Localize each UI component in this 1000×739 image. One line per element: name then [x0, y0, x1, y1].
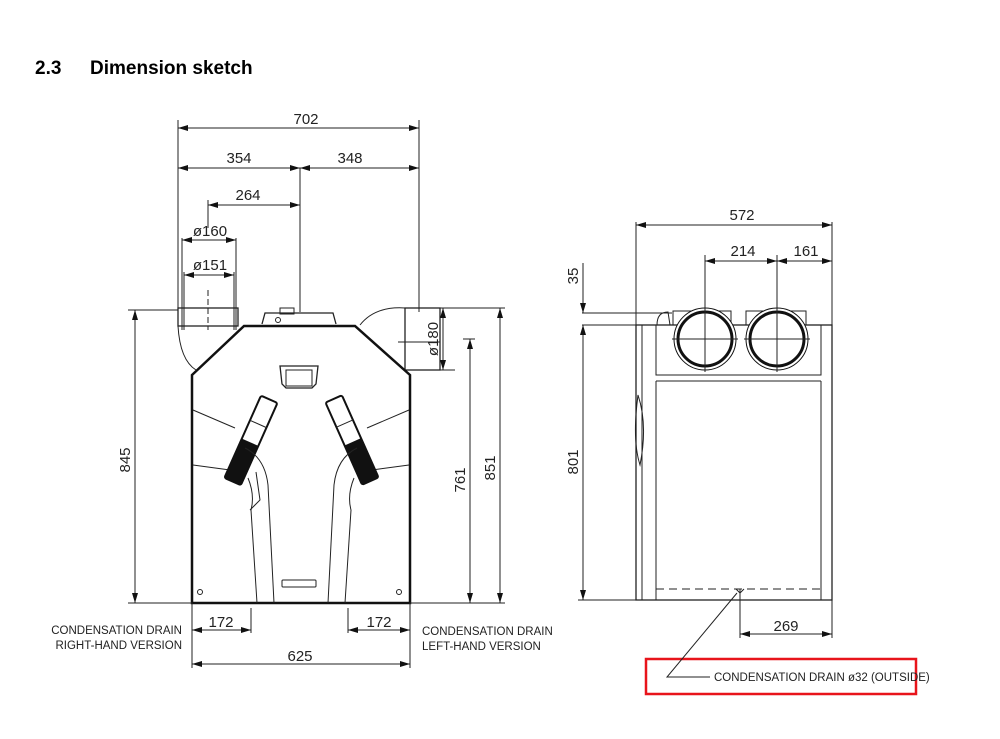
dim-214: 214	[730, 243, 755, 260]
front-view: 702 354 348 264 ø160 ø151 ø180	[51, 111, 553, 668]
dim-801: 801	[565, 449, 582, 474]
dim-172-left: 172	[208, 614, 233, 631]
drain-callout-highlight	[644, 657, 918, 696]
dim-d151: ø151	[193, 257, 227, 274]
dim-348: 348	[337, 150, 362, 167]
dim-354: 354	[226, 150, 251, 167]
dim-702: 702	[293, 111, 318, 128]
dim-35: 35	[565, 268, 582, 285]
drain-lh-label-line2: LEFT-HAND VERSION	[422, 641, 541, 653]
dim-d160: ø160	[193, 223, 227, 240]
dim-845: 845	[117, 447, 134, 472]
dim-572: 572	[729, 207, 754, 224]
dim-264: 264	[235, 187, 260, 204]
drain-lh-label-line1: CONDENSATION DRAIN	[422, 626, 553, 638]
dim-269: 269	[773, 618, 798, 635]
dim-d180: ø180	[425, 322, 442, 356]
section-number: 2.3	[35, 58, 62, 79]
drain-rh-label-line1: CONDENSATION DRAIN	[51, 625, 182, 637]
dim-851: 851	[482, 455, 499, 480]
side-view: 572 214 161 35 801	[565, 207, 930, 696]
drain-callout-label: CONDENSATION DRAIN ø32 (OUTSIDE)	[714, 672, 930, 684]
dim-761: 761	[452, 467, 469, 492]
drain-rh-label-line2: RIGHT-HAND VERSION	[55, 640, 182, 652]
dim-625: 625	[287, 648, 312, 665]
duct-circle-1	[672, 306, 738, 372]
dim-172-right: 172	[366, 614, 391, 631]
dim-161: 161	[793, 243, 818, 260]
section-heading: 2.3 Dimension sketch	[35, 58, 253, 80]
section-title: Dimension sketch	[90, 58, 253, 79]
duct-circle-2	[744, 306, 810, 372]
